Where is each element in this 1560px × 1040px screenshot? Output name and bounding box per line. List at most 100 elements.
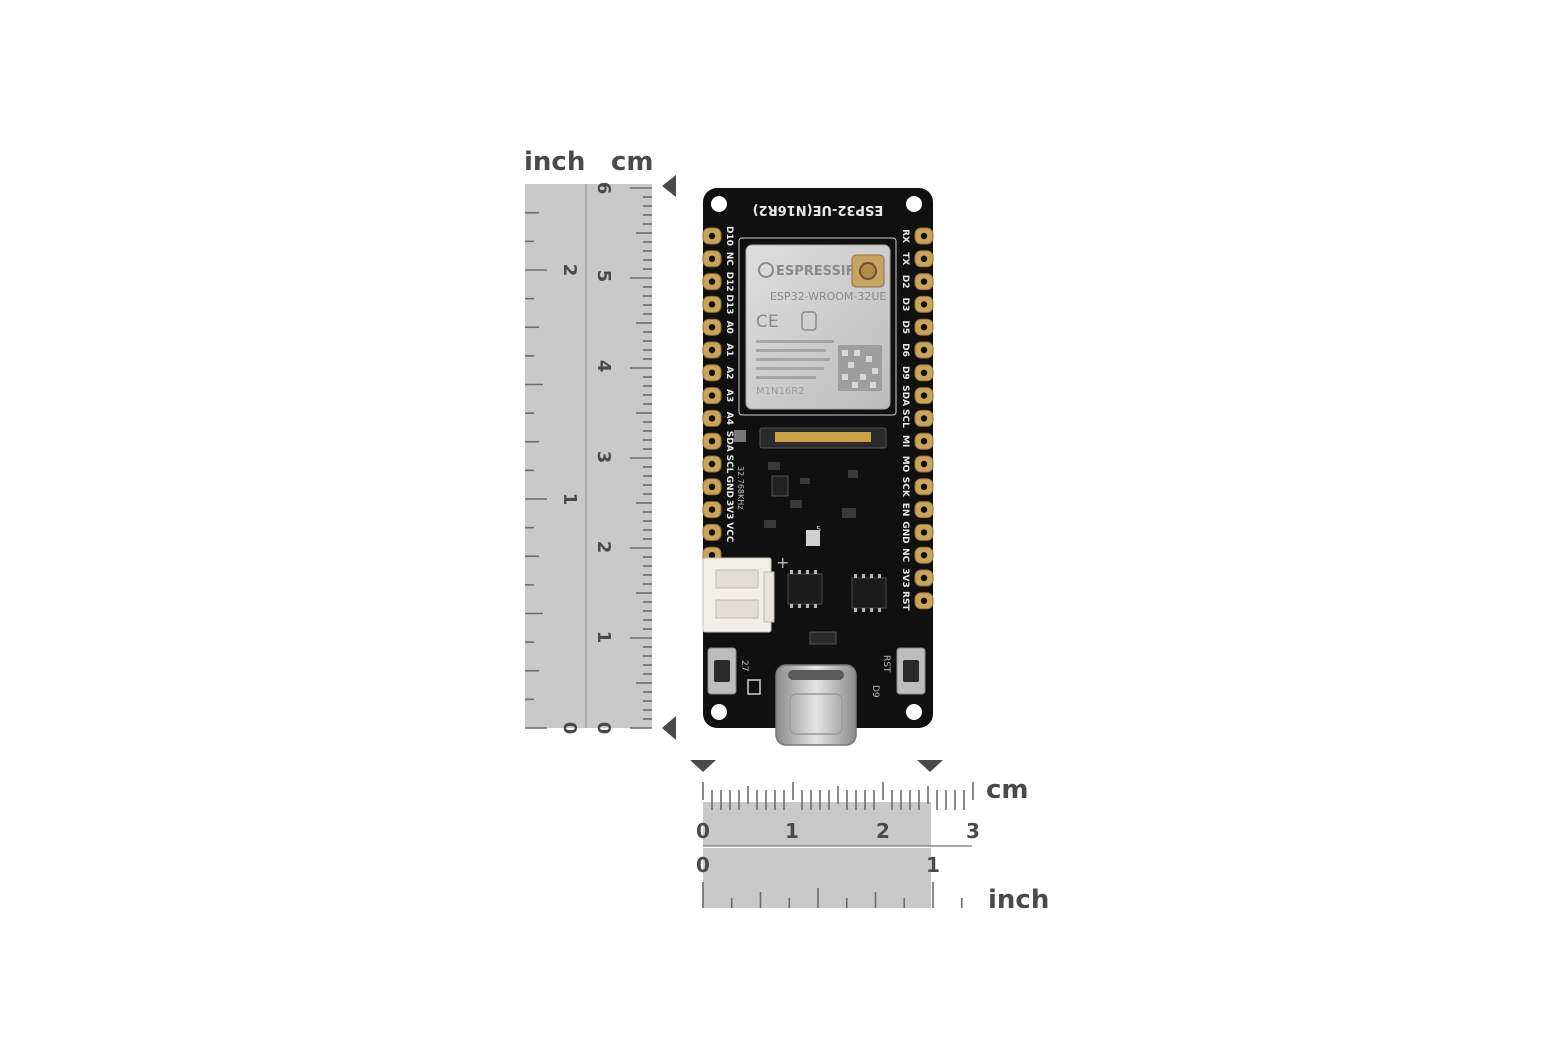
vertical-cm-number: 1 — [593, 631, 614, 644]
vertical-bottom-marker-arrow — [662, 716, 676, 740]
battery-connector-slot — [715, 599, 759, 619]
pin-hole — [708, 278, 716, 285]
vertical-inch-number: 2 — [559, 264, 580, 277]
battery-plus-label: + — [776, 553, 789, 572]
button-right-label: RST — [881, 655, 891, 673]
horizontal-ruler: cm inch 0 1 2 3 0 1 — [690, 760, 1049, 915]
left-pin-label: NC — [724, 252, 734, 267]
pin-hole — [920, 506, 928, 513]
pin-hole — [708, 438, 716, 445]
pin-hole — [708, 460, 716, 468]
pin-hole — [708, 552, 716, 559]
pin-hole — [708, 232, 716, 240]
module-fine-print — [756, 340, 834, 379]
pin-hole — [920, 574, 928, 582]
right-pin-label: RX — [900, 229, 910, 243]
ic-chip — [787, 573, 823, 605]
right-pin-label: D2 — [900, 275, 910, 289]
vertical-inch-ticks — [525, 211, 547, 729]
mounting-hole — [711, 704, 727, 720]
left-pin-label: SDA — [724, 431, 734, 452]
left-pin-label: A1 — [724, 343, 734, 356]
vertical-cm-numbers: 6 5 4 3 2 1 0 — [593, 182, 614, 735]
vertical-cm-ticks — [630, 187, 652, 729]
left-pin-label: D10 — [724, 226, 734, 246]
right-pin-label: D9 — [900, 366, 910, 380]
boot-button-cap — [714, 660, 730, 682]
right-pin-label: 3V3 — [900, 568, 910, 588]
pin-hole — [708, 369, 716, 376]
pin-hole — [708, 415, 716, 422]
vertical-inch-number: 0 — [559, 722, 580, 735]
certification-mark-icon — [801, 311, 817, 331]
horizontal-inch-ticks — [702, 882, 963, 908]
left-pin-label: A0 — [724, 321, 734, 334]
right-pin-label: RST — [900, 591, 910, 611]
ic-chip — [851, 577, 887, 609]
rgb-led — [806, 530, 820, 546]
left-pin-label: D12 — [724, 272, 734, 292]
datamatrix-dots — [842, 350, 878, 388]
vertical-cm-number: 6 — [593, 182, 614, 195]
right-pin-label: GND — [900, 521, 910, 543]
vertical-top-marker-arrow — [662, 175, 676, 197]
horizontal-inch-scale — [703, 848, 931, 908]
horizontal-left-marker-arrow — [690, 760, 716, 772]
module-brand: ESPRESSIF — [776, 264, 855, 279]
left-pin-label: GND — [724, 476, 734, 498]
pin-hole — [920, 438, 928, 445]
vertical-ruler: inch cm 2 1 0 6 5 4 3 2 1 0 — [524, 147, 676, 740]
charge-icon — [747, 679, 761, 695]
right-pin-label: SCK — [900, 477, 910, 498]
vertical-cm-number: 0 — [593, 722, 614, 735]
board-title: ESP32-UE(N16R2) — [753, 202, 884, 217]
pin-hole — [708, 529, 716, 536]
battery-connector — [702, 557, 772, 633]
vertical-cm-number: 2 — [593, 541, 614, 554]
horizontal-cm-number: 3 — [966, 819, 980, 843]
right-pin-label: D6 — [900, 343, 910, 357]
pin-hole — [920, 415, 928, 422]
vertical-inch-numbers: 2 1 0 — [559, 264, 580, 735]
right-pin-label: NC — [900, 548, 910, 563]
right-pin-label: TX — [900, 252, 910, 265]
vertical-cm-number: 4 — [593, 360, 614, 373]
pin-hole — [920, 232, 928, 240]
vertical-inch-label: inch — [524, 147, 585, 177]
reset-button-cap — [903, 660, 919, 682]
right-pin-label: MI — [900, 435, 910, 447]
horizontal-inch-number: 0 — [696, 853, 710, 877]
pin-hole — [920, 346, 928, 354]
usb-c-port — [775, 664, 857, 746]
vertical-cm-label: cm — [611, 147, 654, 177]
horizontal-cm-number: 1 — [785, 819, 799, 843]
pin-hole — [920, 255, 928, 262]
pin-hole — [920, 529, 928, 536]
pin-hole — [708, 483, 716, 490]
espressif-logo-icon — [758, 262, 774, 278]
crystal-label: 32.768KHz — [736, 466, 745, 509]
mounting-hole — [906, 196, 922, 212]
horizontal-cm-number: 2 — [876, 819, 890, 843]
battery-connector-slot — [715, 569, 759, 589]
horizontal-cm-ticks — [702, 782, 974, 810]
led-right-label: D9 — [870, 685, 880, 698]
usb-c-port-shell — [789, 693, 843, 735]
pin-hole — [920, 460, 928, 468]
pin-hole — [920, 324, 928, 331]
module-outline — [738, 237, 897, 416]
horizontal-right-marker-arrow — [917, 760, 943, 772]
battery-connector-tab — [763, 571, 775, 623]
passive-components — [764, 462, 858, 528]
pin-hole — [920, 552, 928, 559]
esp32-board: ESP32-UE(N16R2) D10NCD12D13A0A1A2A3A4SDA… — [702, 188, 934, 746]
horizontal-cm-label: cm — [986, 775, 1029, 805]
horizontal-cm-scale — [703, 802, 931, 846]
left-pin-label: SCL — [724, 455, 734, 474]
left-pin-label: A4 — [724, 412, 734, 425]
pin-hole — [920, 278, 928, 285]
ufl-connector-icon — [859, 262, 877, 280]
